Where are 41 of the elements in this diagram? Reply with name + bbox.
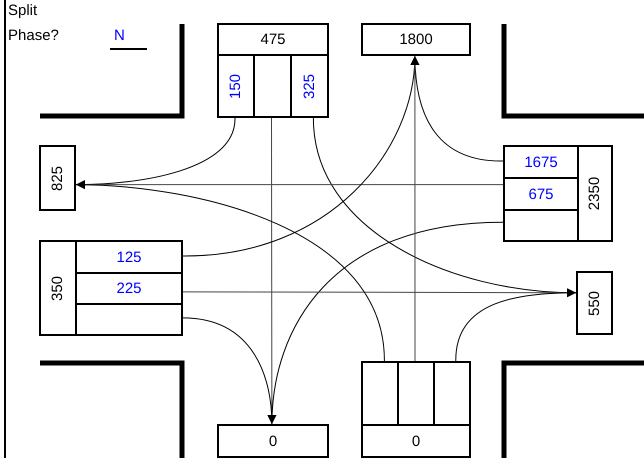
- input-field: N: [110, 28, 147, 50]
- volume-value: 1675: [524, 154, 558, 170]
- arrow: [76, 180, 385, 362]
- volume-cell: [361, 23, 471, 56]
- arrow: [410, 56, 420, 362]
- volume-value: 350: [50, 275, 66, 301]
- volume-cell: [75, 272, 183, 303]
- text-label: Phase?: [8, 28, 59, 43]
- volume-cell: [503, 145, 577, 177]
- volume-value: 0: [412, 434, 420, 448]
- volume-cell: [217, 424, 329, 458]
- volume-cell: [576, 271, 613, 335]
- arrow: [182, 317, 276, 424]
- volume-value: 675: [528, 186, 554, 202]
- volume-cell: [75, 303, 183, 336]
- volume-cell: [361, 361, 397, 424]
- volume-cell: [39, 240, 75, 336]
- text-label: Split: [8, 3, 38, 18]
- volume-cell: [577, 145, 613, 242]
- volume-cell: [75, 240, 183, 272]
- volume-value: 325: [302, 73, 317, 99]
- volume-cell: [503, 209, 577, 242]
- volume-value: 225: [116, 281, 142, 296]
- volume-cell: [433, 361, 471, 424]
- volume-value: 2350: [588, 176, 602, 210]
- arrow: [455, 288, 576, 362]
- volume-cell: [361, 424, 471, 458]
- volume-value: 825: [50, 165, 65, 191]
- volume-cell: [217, 23, 329, 56]
- volume-value: 0: [268, 434, 278, 448]
- volume-cell: [397, 361, 433, 424]
- volume-value: 550: [587, 290, 602, 316]
- volume-cell: [39, 145, 76, 211]
- volume-value: 475: [260, 32, 286, 47]
- volume-value: 150: [228, 73, 244, 99]
- volume-cell: [217, 56, 253, 118]
- volume-cell: [503, 177, 577, 209]
- volume-value: 125: [116, 250, 142, 264]
- volume-cell: [290, 56, 329, 118]
- volume-cell: [253, 56, 290, 118]
- volume-value: 1800: [399, 32, 433, 47]
